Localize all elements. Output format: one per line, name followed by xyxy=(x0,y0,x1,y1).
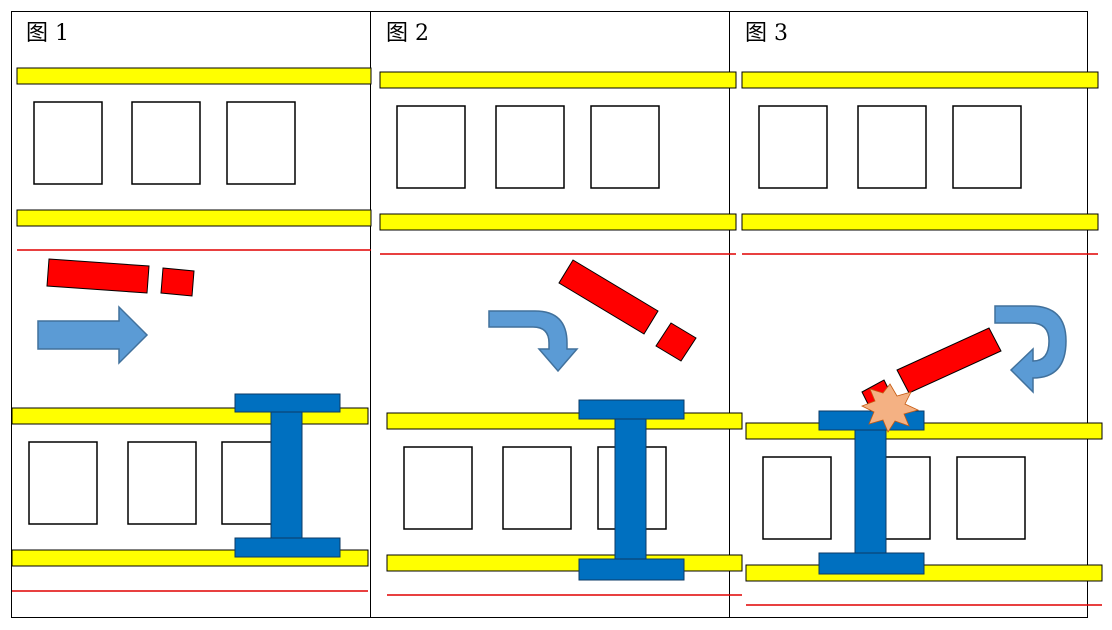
column-i-beam xyxy=(578,399,685,581)
window xyxy=(952,105,1022,189)
window xyxy=(131,101,201,185)
window xyxy=(857,105,927,189)
window xyxy=(590,105,660,189)
upper-top-girder xyxy=(379,71,737,89)
panel-1: 图 1 xyxy=(11,21,372,592)
beam-short xyxy=(160,267,195,297)
column-i-beam xyxy=(234,393,341,558)
window xyxy=(495,105,565,189)
panel-frame xyxy=(11,11,1088,618)
beam-short xyxy=(655,322,697,362)
panel-2: 图 2 xyxy=(379,21,743,596)
lower-bottom-girder xyxy=(386,554,743,572)
beam-long xyxy=(46,258,150,294)
upper-bottom-girder xyxy=(16,209,372,227)
upper-top-girder xyxy=(741,71,1099,89)
panel-3: 图 3 xyxy=(741,21,1103,606)
window xyxy=(226,101,296,185)
window xyxy=(396,105,466,189)
window xyxy=(28,441,98,525)
window xyxy=(403,446,473,530)
panel-3-title: 图 3 xyxy=(745,21,788,46)
beam-long xyxy=(896,327,1002,394)
beam-long xyxy=(558,259,659,335)
window xyxy=(502,446,572,530)
turn-down-arrow xyxy=(488,310,579,373)
lower-top-girder xyxy=(386,412,743,430)
impact-burst-icon xyxy=(861,383,920,433)
window xyxy=(758,105,828,189)
window xyxy=(762,456,832,540)
outer-border xyxy=(11,11,1088,618)
move-right-arrow xyxy=(37,305,149,365)
window xyxy=(956,456,1026,540)
panel-1-title: 图 1 xyxy=(26,21,69,46)
u-turn-arrow xyxy=(994,305,1067,394)
window xyxy=(127,441,197,525)
upper-bottom-girder xyxy=(379,213,737,231)
window xyxy=(33,101,103,185)
upper-bottom-girder xyxy=(741,213,1099,231)
panel-2-title: 图 2 xyxy=(386,21,429,46)
upper-top-girder xyxy=(16,67,372,85)
